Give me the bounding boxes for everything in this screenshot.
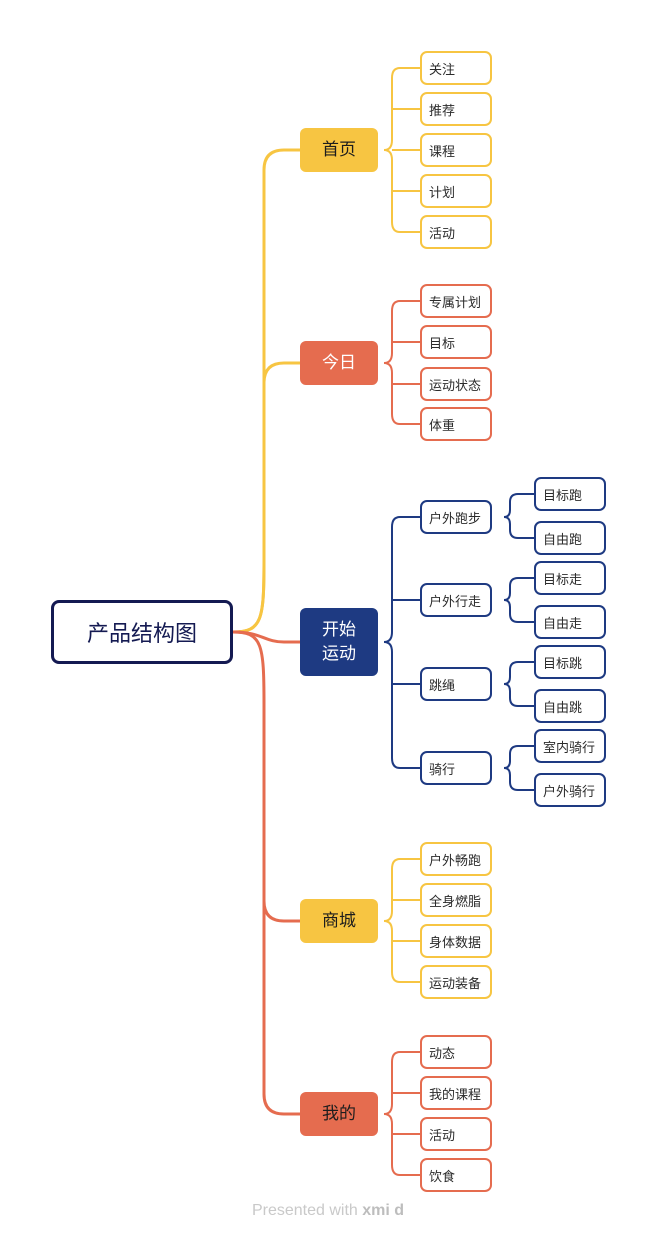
branch-home[interactable]: 首页 [300, 128, 378, 172]
leaf-label: 自由跑 [543, 532, 583, 548]
leaf-label: 户外骑行 [543, 784, 596, 800]
leaf-label: 自由走 [543, 616, 583, 632]
branch-mine-label: 我的 [322, 1104, 356, 1124]
root-node[interactable]: 产品结构图 [51, 600, 233, 664]
bracket-shop [383, 858, 401, 983]
leaf-my-courses[interactable]: 我的课程 [420, 1076, 492, 1110]
leaf-label: 自由跳 [543, 700, 583, 716]
connector-root-today [232, 361, 300, 634]
leaf-feed[interactable]: 动态 [420, 1035, 492, 1069]
branch-shop-label: 商城 [322, 911, 356, 931]
connector-root-shop [262, 700, 300, 923]
leaf-jump-rope[interactable]: 跳绳 [420, 667, 492, 701]
leaf-label: 推荐 [429, 103, 456, 119]
leaf-exclusive-plan[interactable]: 专属计划 [420, 284, 492, 318]
leaf-sport-status[interactable]: 运动状态 [420, 367, 492, 401]
leaf-weight[interactable]: 体重 [420, 407, 492, 441]
leaf-follow[interactable]: 关注 [420, 51, 492, 85]
leaf-label: 跳绳 [429, 678, 456, 694]
bracket-mine [383, 1051, 401, 1176]
leaf-label: 动态 [429, 1046, 456, 1062]
leaf-label: 运动状态 [429, 378, 482, 394]
leaf-label: 骑行 [429, 762, 456, 778]
leaf-label: 身体数据 [429, 935, 482, 951]
leaf-my-activity[interactable]: 活动 [420, 1117, 492, 1151]
leaf-label: 目标 [429, 336, 456, 352]
leaf-label: 我的课程 [429, 1087, 482, 1103]
leaf-label: 室内骑行 [543, 740, 596, 756]
bracket-sport [383, 516, 401, 769]
leaf-target-walk[interactable]: 目标走 [534, 561, 606, 595]
leaf-recommend[interactable]: 推荐 [420, 92, 492, 126]
bracket-walk [503, 577, 534, 623]
leaf-indoor-ride[interactable]: 室内骑行 [534, 729, 606, 763]
bracket-home [383, 67, 401, 233]
leaf-fat-burn[interactable]: 全身燃脂 [420, 883, 492, 917]
bracket-rope [503, 661, 534, 707]
branch-start-sport[interactable]: 开始 运动 [300, 608, 378, 676]
leaf-outdoor-walk[interactable]: 户外行走 [420, 583, 492, 617]
leaf-free-run[interactable]: 自由跑 [534, 521, 606, 555]
bracket-today [383, 300, 401, 425]
footer-prefix: Presented with [251, 1202, 358, 1219]
leaf-label: 目标跑 [543, 488, 583, 504]
leaf-diet[interactable]: 饮食 [420, 1158, 492, 1192]
connector-root-sport [232, 630, 300, 644]
connector-root-mine [232, 630, 300, 1116]
branch-today[interactable]: 今日 [300, 341, 378, 385]
branch-today-label: 今日 [322, 353, 356, 373]
leaf-outdoor-free-run[interactable]: 户外畅跑 [420, 842, 492, 876]
root-label: 产品结构图 [86, 622, 197, 647]
footer-brand: xmi d [362, 1202, 405, 1219]
leaf-free-walk[interactable]: 自由走 [534, 605, 606, 639]
branch-home-label: 首页 [322, 140, 356, 160]
leaf-label: 专属计划 [429, 295, 482, 311]
leaf-course[interactable]: 课程 [420, 133, 492, 167]
leaf-label: 活动 [429, 1128, 456, 1144]
leaf-label: 目标跳 [543, 656, 583, 672]
leaf-equipment[interactable]: 运动装备 [420, 965, 492, 999]
leaf-activity[interactable]: 活动 [420, 215, 492, 249]
footer-credit: Presented with xmi d [0, 1202, 656, 1220]
leaf-label: 目标走 [543, 572, 583, 588]
bracket-run [503, 493, 534, 539]
leaf-goal[interactable]: 目标 [420, 325, 492, 359]
leaf-label: 户外行走 [429, 594, 482, 610]
leaf-label: 饮食 [429, 1169, 456, 1185]
leaf-label: 活动 [429, 226, 456, 242]
leaf-label: 户外跑步 [429, 511, 482, 527]
leaf-cycling[interactable]: 骑行 [420, 751, 492, 785]
leaf-body-data[interactable]: 身体数据 [420, 924, 492, 958]
leaf-label: 运动装备 [429, 976, 482, 992]
leaf-label: 计划 [429, 185, 456, 201]
bracket-ride [503, 745, 534, 791]
branch-mine[interactable]: 我的 [300, 1092, 378, 1136]
branch-shop[interactable]: 商城 [300, 899, 378, 943]
leaf-outdoor-ride[interactable]: 户外骑行 [534, 773, 606, 807]
branch-start-sport-line1: 开始 [322, 620, 356, 640]
connector-root-home [232, 148, 300, 634]
leaf-label: 体重 [429, 418, 456, 434]
leaf-label: 关注 [429, 62, 456, 78]
leaf-plan[interactable]: 计划 [420, 174, 492, 208]
branch-start-sport-line2: 运动 [322, 644, 356, 664]
leaf-label: 全身燃脂 [429, 894, 482, 910]
leaf-label: 户外畅跑 [429, 853, 482, 869]
leaf-free-jump[interactable]: 自由跳 [534, 689, 606, 723]
leaf-label: 课程 [429, 144, 456, 160]
leaf-target-jump[interactable]: 目标跳 [534, 645, 606, 679]
leaf-target-run[interactable]: 目标跑 [534, 477, 606, 511]
leaf-outdoor-run[interactable]: 户外跑步 [420, 500, 492, 534]
